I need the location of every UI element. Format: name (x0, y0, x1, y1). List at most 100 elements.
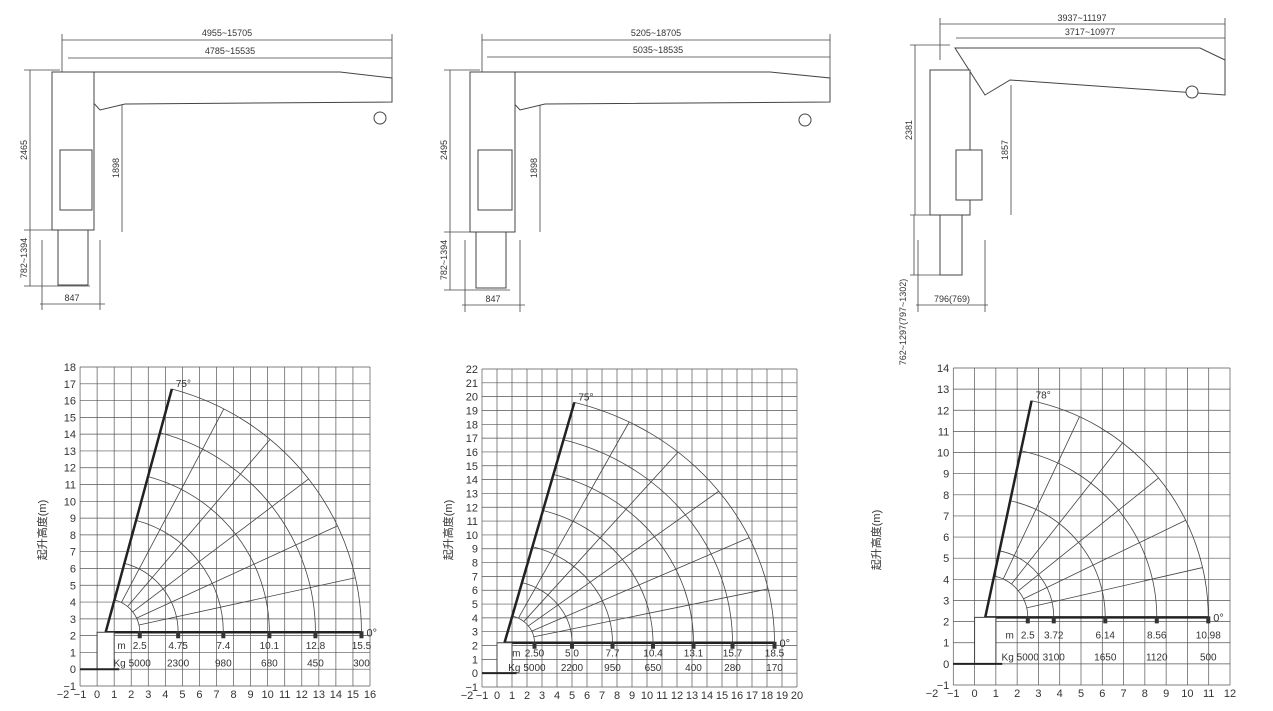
dim-base: 847 (485, 294, 500, 304)
x-tick-label: 8 (614, 690, 620, 702)
x-tick-label: 13 (686, 690, 698, 702)
x-tick-label: 3 (145, 689, 151, 701)
y-tick-label: 4 (70, 597, 76, 609)
max-angle-label: 75° (176, 379, 191, 390)
dim-leg: 782~1394 (439, 240, 449, 280)
y-tick-label: 2 (943, 617, 949, 629)
x-tick-label: 5 (179, 689, 185, 701)
x-tick-label: −1 (476, 690, 489, 702)
load-value: 650 (645, 663, 662, 674)
boom-raised (104, 388, 174, 633)
hook-marker (176, 631, 181, 639)
x-tick-label: 1 (111, 689, 117, 701)
radius-value: 7.7 (606, 649, 620, 660)
y-tick-label: 18 (64, 362, 76, 374)
x-tick-label: 8 (1142, 688, 1148, 700)
y-tick-label: 10 (466, 530, 478, 542)
boom-angle-line (127, 439, 271, 607)
load-value: 1120 (1146, 653, 1168, 664)
working-radius-arc (993, 575, 1029, 618)
load-value: 950 (604, 663, 621, 674)
boom-angle-line (1023, 519, 1186, 600)
radius-value: 3.72 (1044, 631, 1064, 642)
x-tick-label: 11 (279, 689, 290, 701)
y-tick-label: 7 (70, 547, 76, 559)
x-tick-label: 2 (1014, 688, 1020, 700)
crane-base (974, 616, 997, 665)
x-tick-label: 6 (196, 689, 202, 701)
x-tick-label: −2 (926, 688, 939, 700)
dim-leg: 782~1394 (19, 238, 29, 278)
x-tick-label: 16 (731, 690, 743, 702)
hook-marker (313, 631, 318, 639)
y-tick-label: 1 (70, 647, 76, 659)
crane-drawing-1: 4955~15705 4785~15535 2465 782~1394 1898… (19, 28, 393, 310)
crane-drawing-2: 5205~18705 5035~18535 2495 782~1394 1898… (439, 28, 831, 312)
y-tick-label: 12 (937, 405, 949, 417)
dim-outer-reach: 3937~11197 (1058, 13, 1107, 23)
x-tick-label: 17 (746, 690, 758, 702)
min-angle-label: 0° (366, 627, 377, 639)
load-value: 2200 (561, 663, 584, 674)
boom (483, 71, 831, 111)
y-tick-label: 2 (472, 641, 478, 653)
boom-angle-line (132, 478, 309, 613)
radius-value: 15.7 (723, 649, 743, 660)
radius-value: 2.5 (133, 641, 147, 652)
x-tick-label: 20 (791, 690, 803, 702)
load-value: 280 (724, 663, 741, 674)
axis-label-lift-height: 起升高度(m) (441, 500, 455, 561)
y-tick-label: 16 (466, 447, 478, 459)
y-tick-label: 0 (943, 659, 949, 671)
x-tick-label: 12 (671, 690, 683, 702)
x-tick-label: 8 (230, 689, 236, 701)
boom-raised (503, 402, 576, 644)
boom-angle-line (1026, 567, 1203, 609)
y-tick-label: 3 (472, 627, 478, 639)
y-tick-label: 15 (64, 412, 76, 424)
radius-value: 18.5 (765, 649, 785, 660)
x-tick-label: 7 (1121, 688, 1127, 700)
row-label-kg: Kg (508, 663, 520, 674)
y-tick-label: 8 (943, 490, 949, 502)
hook-marker (532, 641, 537, 649)
y-tick-label: 19 (466, 405, 478, 417)
min-angle-label: 0° (1213, 612, 1224, 624)
radius-value: 12.8 (306, 641, 326, 652)
load-value: 500 (1200, 653, 1217, 664)
outrigger-legs (939, 214, 963, 276)
y-tick-label: 13 (937, 384, 949, 396)
y-tick-label: 12 (466, 502, 478, 514)
x-tick-label: 13 (313, 689, 325, 701)
x-tick-label: 10 (262, 689, 274, 701)
y-tick-label: 3 (943, 595, 949, 607)
x-tick-label: 6 (584, 690, 590, 702)
y-tick-label: 20 (466, 392, 478, 404)
load-value: 5000 (129, 659, 152, 670)
x-tick-label: 3 (1035, 688, 1041, 700)
y-tick-label: −1 (937, 680, 950, 692)
x-tick-label: 15 (347, 689, 359, 701)
boom-angle-line (121, 408, 225, 603)
y-tick-label: 12 (64, 463, 76, 475)
hook-marker (267, 631, 272, 639)
y-tick-label: 1 (943, 638, 949, 650)
y-tick-label: 13 (64, 446, 76, 458)
boom-angle-line (138, 577, 356, 626)
dim-inner-reach: 5035~18535 (633, 45, 683, 55)
dim-inner-reach: 4785~15535 (205, 46, 255, 56)
x-tick-label: 0 (494, 690, 500, 702)
x-tick-label: 4 (162, 689, 168, 701)
row-label-m: m (117, 641, 125, 652)
x-tick-label: 10 (641, 690, 653, 702)
boom-angle-line (1018, 477, 1159, 592)
radius-value: 4.75 (168, 641, 188, 652)
load-value: 2300 (167, 659, 190, 670)
y-tick-label: 5 (943, 553, 949, 565)
y-tick-label: −1 (465, 682, 478, 694)
y-tick-label: 15 (466, 461, 478, 473)
outrigger-legs (57, 229, 89, 286)
radius-value: 7.4 (216, 641, 230, 652)
y-tick-label: 14 (466, 475, 478, 487)
